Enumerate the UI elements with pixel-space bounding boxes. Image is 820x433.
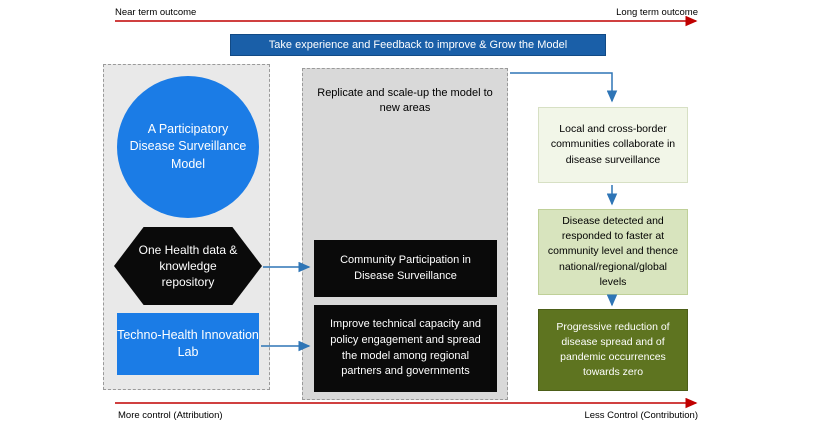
participatory-model-label: A Participatory Disease Surveillance Mod… xyxy=(129,121,247,171)
technical-capacity-box: Improve technical capacity and policy en… xyxy=(314,305,497,392)
disease-detected-label: Disease detected and responded to faster… xyxy=(547,214,679,288)
community-participation-label: Community Participation in Disease Surve… xyxy=(340,253,471,282)
participatory-model-circle: A Participatory Disease Surveillance Mod… xyxy=(117,76,259,218)
replicate-scale-up-text: Replicate and scale-up the model to new … xyxy=(317,87,493,115)
community-participation-box: Community Participation in Disease Surve… xyxy=(314,240,497,297)
techno-health-lab-box: Techno-Health Innovation Lab xyxy=(117,313,259,375)
long-term-outcome-label: Long term outcome xyxy=(616,7,698,18)
feedback-banner: Take experience and Feedback to improve … xyxy=(230,34,606,56)
less-control-label: Less Control (Contribution) xyxy=(584,410,698,421)
techno-health-lab-label: Techno-Health Innovation Lab xyxy=(117,327,259,360)
communities-collaborate-box: Local and cross-border communities colla… xyxy=(538,107,688,183)
feedback-banner-text: Take experience and Feedback to improve … xyxy=(268,39,568,51)
communities-collaborate-label: Local and cross-border communities colla… xyxy=(550,123,676,166)
disease-detected-box: Disease detected and responded to faster… xyxy=(538,209,688,295)
progressive-reduction-box: Progressive reduction of disease spread … xyxy=(538,309,688,391)
technical-capacity-label: Improve technical capacity and policy en… xyxy=(329,317,482,378)
near-term-outcome-label: Near term outcome xyxy=(115,7,197,18)
one-health-hexagon: One Health data & knowledge repository xyxy=(114,227,262,305)
progressive-reduction-label: Progressive reduction of disease spread … xyxy=(556,320,670,379)
connector-banner-to-collaboration xyxy=(510,72,618,103)
more-control-label: More control (Attribution) xyxy=(118,410,223,421)
one-health-label: One Health data & knowledge repository xyxy=(138,242,238,290)
